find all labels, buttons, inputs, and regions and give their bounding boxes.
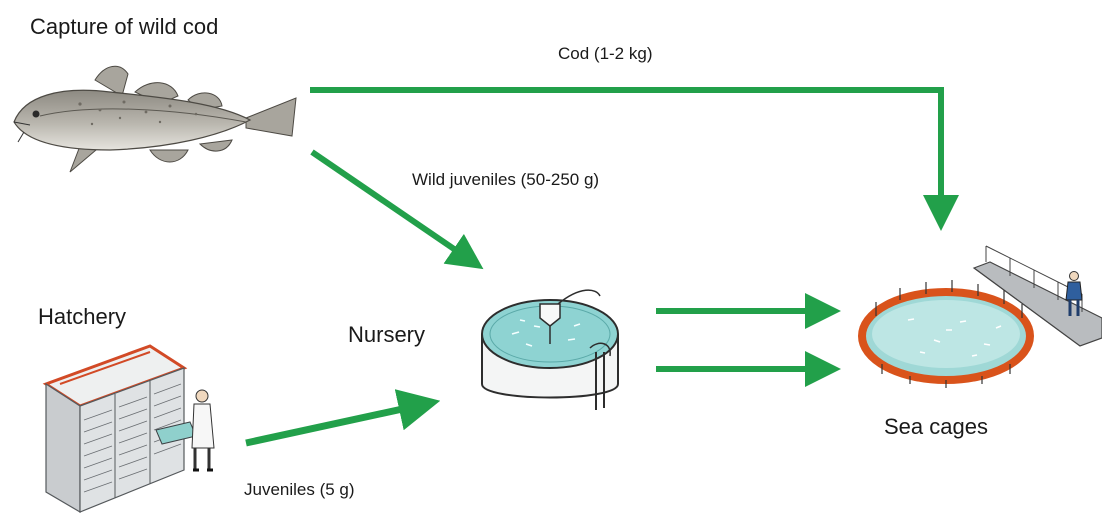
arrow-label-juveniles: Juveniles (5 g) (244, 480, 355, 499)
arrow-cod-to-sea-cages (310, 87, 959, 231)
sea-cage-icon (858, 245, 1102, 388)
nursery-label: Nursery (348, 322, 426, 347)
arrow-label-cod: Cod (1-2 kg) (558, 44, 653, 63)
capture-title: Capture of wild cod (30, 14, 219, 39)
arrow-hatchery-to-nursery (245, 389, 441, 447)
sea-cages-label: Sea cages (884, 414, 988, 439)
hatchery-icon (42, 344, 215, 514)
nursery-tank-icon (481, 289, 619, 410)
hatchery-label: Hatchery (38, 304, 127, 329)
arrow-wild-juveniles-to-nursery (310, 149, 484, 270)
cod-fish-icon (13, 65, 297, 173)
arrow-label-wild-juveniles: Wild juveniles (50-250 g) (412, 170, 600, 189)
